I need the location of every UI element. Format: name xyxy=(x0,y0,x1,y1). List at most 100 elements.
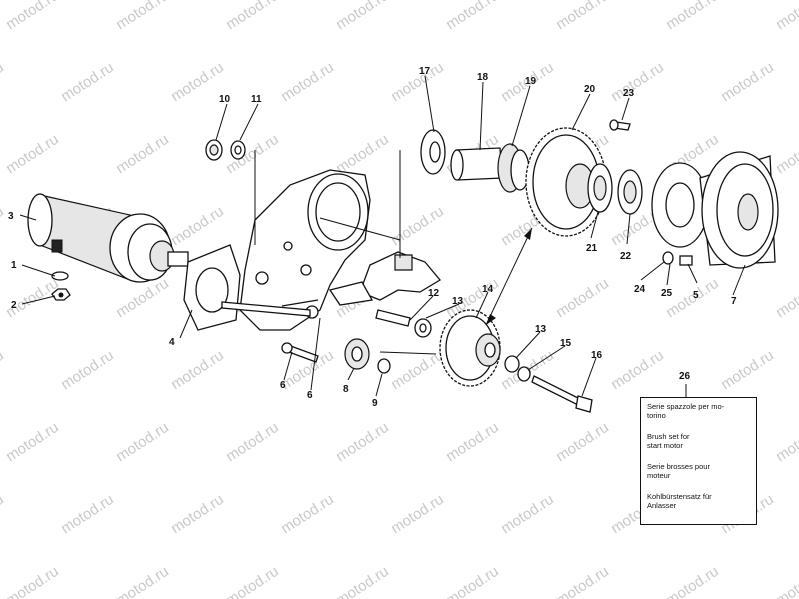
starter-terminal-nut xyxy=(51,271,71,301)
watermark-text: motod.ru xyxy=(3,563,62,599)
watermark-text: motod.ru xyxy=(663,563,722,599)
watermark-text: motod.ru xyxy=(553,0,612,33)
callout-6a: 6 xyxy=(280,380,286,391)
callout-10: 10 xyxy=(219,94,231,105)
callout-4: 4 xyxy=(169,337,175,348)
watermark-text: motod.ru xyxy=(168,347,227,394)
callout-18: 18 xyxy=(477,72,489,83)
watermark-text: motod.ru xyxy=(553,563,612,599)
intermediate-gear xyxy=(439,309,501,387)
callout-17: 17 xyxy=(419,66,431,77)
callout-22: 22 xyxy=(620,251,632,262)
screws xyxy=(221,299,319,363)
watermark-text: motod.ru xyxy=(3,419,62,466)
note-french: Serie brosses pour moteur xyxy=(647,462,710,480)
callout-2: 2 xyxy=(11,300,17,311)
watermark-text: motod.ru xyxy=(553,419,612,466)
watermark-text: motod.ru xyxy=(388,491,447,538)
callout-20: 20 xyxy=(584,84,596,95)
callout-21: 21 xyxy=(586,243,598,254)
watermark-text: motod.ru xyxy=(3,275,62,322)
watermark-text: motod.ru xyxy=(168,491,227,538)
watermark-text: motod.ru xyxy=(113,131,172,178)
brush-set-note: Serie spazzole per mo- torino Brush set … xyxy=(640,397,757,525)
crankcase-housing xyxy=(239,169,441,331)
watermark-text: motod.ru xyxy=(223,419,282,466)
watermark-text: motod.ru xyxy=(0,203,7,250)
watermark-text: motod.ru xyxy=(0,347,7,394)
watermark-text: motod.ru xyxy=(718,347,777,394)
callout-9: 9 xyxy=(372,398,378,409)
watermark-text: motod.ru xyxy=(113,419,172,466)
clutch-housing xyxy=(651,151,779,269)
watermark-text: motod.ru xyxy=(553,275,612,322)
callout-11: 11 xyxy=(251,94,262,105)
watermark-text: motod.ru xyxy=(773,275,799,322)
watermark-text: motod.ru xyxy=(168,59,227,106)
watermark-text: motod.ru xyxy=(773,131,799,178)
watermark-text: motod.ru xyxy=(443,419,502,466)
gasket xyxy=(183,244,241,331)
callout-numbers: 1 2 3 4 5 6 6 7 8 9 10 11 12 13 13 14 15… xyxy=(8,66,737,409)
callout-7: 7 xyxy=(731,296,737,307)
note-italian: Serie spazzole per mo- torino xyxy=(647,402,725,420)
watermark-text: motod.ru xyxy=(3,0,62,33)
callout-24: 24 xyxy=(634,284,646,295)
watermark-text: motod.ru xyxy=(443,563,502,599)
watermark-text: motod.ru xyxy=(773,563,799,599)
watermark-text: motod.ru xyxy=(333,0,392,33)
watermark-text: motod.ru xyxy=(223,563,282,599)
clutch-rollers xyxy=(662,251,693,266)
watermark-text: motod.ru xyxy=(663,0,722,33)
callout-6b: 6 xyxy=(307,390,313,401)
watermark-text: motod.ru xyxy=(58,347,117,394)
callout-16: 16 xyxy=(591,350,603,361)
starter-motor xyxy=(27,193,189,283)
watermark-text: motod.ru xyxy=(773,419,799,466)
watermark-text: motod.ru xyxy=(388,59,447,106)
watermark-text: motod.ru xyxy=(58,59,117,106)
watermark-text: motod.ru xyxy=(278,491,337,538)
watermark-text: motod.ru xyxy=(718,59,777,106)
note-german: Kohlbürstensatz für Anlasser xyxy=(647,492,712,510)
idler-gear xyxy=(344,338,391,374)
watermark-text: motod.ru xyxy=(333,563,392,599)
watermark-text: motod.ru xyxy=(113,563,172,599)
callout-23: 23 xyxy=(623,88,635,99)
callout-26: 26 xyxy=(679,371,691,382)
gear-bolt xyxy=(504,355,593,413)
watermark-text: motod.ru xyxy=(333,419,392,466)
watermark-text: motod.ru xyxy=(113,0,172,33)
watermark-text: motod.ru xyxy=(608,347,667,394)
idler-shaft xyxy=(375,309,432,338)
watermark-text: motod.ru xyxy=(168,203,227,250)
callout-14: 14 xyxy=(482,284,494,295)
callout-5: 5 xyxy=(693,290,699,301)
watermark-text: motod.ru xyxy=(773,0,799,33)
watermark-text: motod.ru xyxy=(388,203,447,250)
watermark-text: motod.ru xyxy=(443,0,502,33)
callout-15: 15 xyxy=(560,338,572,349)
roller-bearings xyxy=(587,163,643,215)
washer-pair xyxy=(205,139,246,161)
callout-3: 3 xyxy=(8,211,14,222)
screw xyxy=(609,119,631,131)
watermark-text: motod.ru xyxy=(0,491,7,538)
watermark-text: motod.ru xyxy=(58,491,117,538)
callout-19: 19 xyxy=(525,76,537,87)
sleeve-and-bearing xyxy=(450,143,530,193)
callout-13a: 13 xyxy=(452,296,464,307)
watermark-text: motod.ru xyxy=(498,491,557,538)
watermark-text: motod.ru xyxy=(608,59,667,106)
watermark-text: motod.ru xyxy=(3,131,62,178)
callout-1: 1 xyxy=(11,260,17,271)
note-english: Brush set for start motor xyxy=(647,432,690,450)
callout-25: 25 xyxy=(661,288,673,299)
watermark-text: motod.ru xyxy=(278,59,337,106)
callout-12: 12 xyxy=(428,288,440,299)
shim xyxy=(420,129,446,175)
callout-13b: 13 xyxy=(535,324,547,335)
watermark-text: motod.ru xyxy=(0,59,7,106)
watermark-text: motod.ru xyxy=(223,0,282,33)
watermark-text: motod.ru xyxy=(333,131,392,178)
